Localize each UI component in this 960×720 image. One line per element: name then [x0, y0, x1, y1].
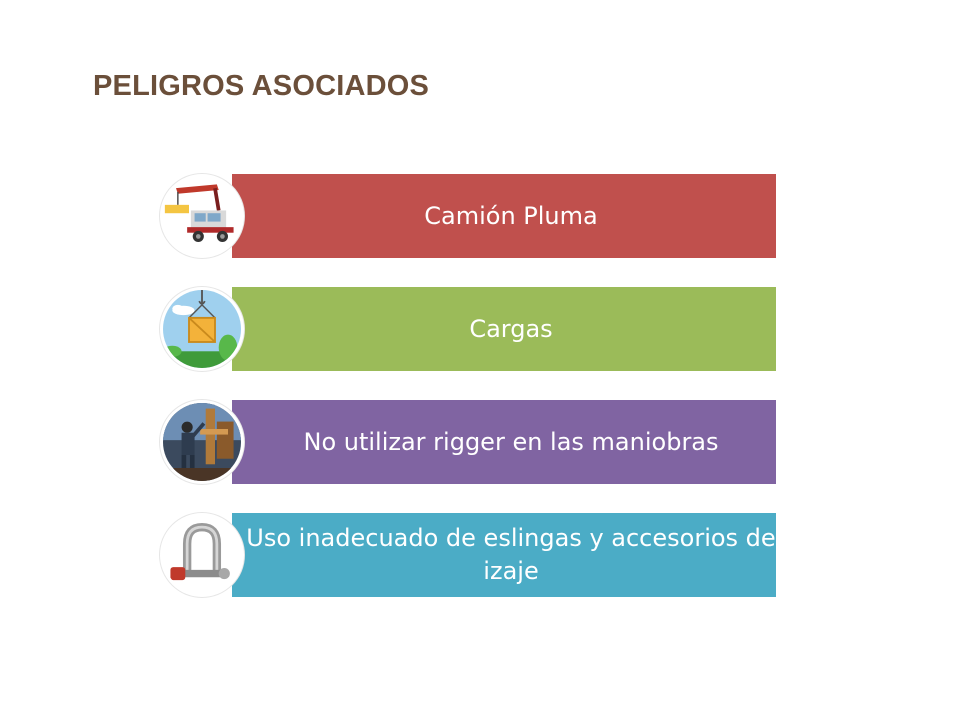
hazard-label-bar: Uso inadecuado de eslingas y accesorios … — [232, 513, 776, 597]
hazard-label: Camión Pluma — [424, 201, 598, 230]
hazard-item-slings: Uso inadecuado de eslingas y accesorios … — [160, 513, 776, 597]
hazard-item-rigger: No utilizar rigger en las maniobras — [160, 400, 776, 484]
hazard-label: Cargas — [469, 314, 553, 343]
hazard-label-bar: No utilizar rigger en las maniobras — [232, 400, 776, 484]
page-title: PELIGROS ASOCIADOS — [93, 70, 430, 102]
hazard-item-loads: Cargas — [160, 287, 776, 371]
crane-truck-icon — [160, 174, 244, 258]
hazard-label: Uso inadecuado de eslingas y accesorios … — [246, 524, 776, 585]
hazard-label: No utilizar rigger en las maniobras — [303, 427, 719, 456]
rigger-worker-icon — [160, 400, 244, 484]
hazard-label-bar: Cargas — [232, 287, 776, 371]
shackle-icon — [160, 513, 244, 597]
hazard-label-bar: Camión Pluma — [232, 174, 776, 258]
hazard-item-truck: Camión Pluma — [160, 174, 776, 258]
hanging-crate-icon — [160, 287, 244, 371]
